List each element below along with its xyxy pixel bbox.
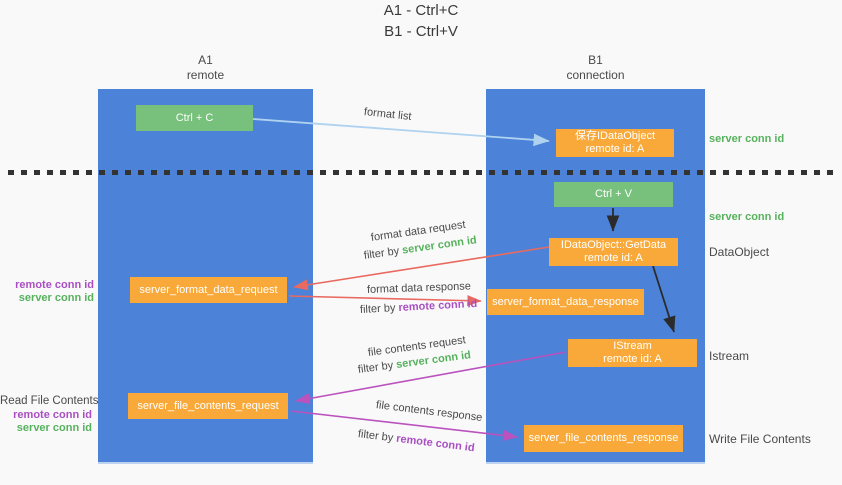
node-server-format-data-response: server_format_data_response (487, 289, 644, 315)
left-server-conn-id-1: server conn id (18, 292, 94, 304)
label-format-data-response: format data response (366, 280, 472, 296)
node-ctrl-v: Ctrl + V (554, 182, 673, 207)
node-server-file-contents-response-label: server_file_contents_response (528, 432, 679, 444)
label-filter-by-remote-conn-id-2: filter by remote conn id (357, 428, 475, 454)
node-ctrl-c: Ctrl + C (136, 105, 253, 131)
node-server-format-data-request-label: server_format_data_request (139, 283, 278, 296)
node-idataobject-getdata-line1: IDataObject::GetData (560, 239, 667, 251)
filter-by-text: filter by (357, 359, 394, 376)
label-filter-by-remote-conn-id-1: filter by remote conn id (360, 298, 478, 316)
filter-by-text: filter by (363, 245, 400, 262)
left-server-conn-id-2: server conn id (16, 422, 92, 434)
node-save-idataobject-line1: 保存IDataObject (574, 130, 656, 142)
filter-by-text: filter by (359, 302, 396, 316)
node-ctrl-c-label: Ctrl + C (175, 111, 214, 124)
machine-boundary-dotted-line (8, 170, 836, 175)
node-istream: IStream remote id: A (568, 339, 697, 367)
right-label-dataobject: DataObject (709, 245, 770, 259)
node-server-file-contents-request: server_file_contents_request (128, 393, 288, 419)
label-format-list: format list (363, 106, 413, 123)
right-label-write-file-contents: Write File Contents (709, 432, 811, 446)
node-istream-line1: IStream (613, 340, 652, 352)
lane-header-b1: B1 connection (486, 53, 705, 83)
node-server-format-data-request: server_format_data_request (130, 277, 287, 303)
lane-a1-role: remote (186, 68, 225, 82)
node-ctrl-v-label: Ctrl + V (595, 188, 632, 200)
remote-conn-id-text: remote conn id (398, 297, 478, 314)
node-istream-line2: remote id: A (603, 353, 662, 365)
node-save-idataobject: 保存IDataObject remote id: A (556, 129, 674, 157)
left-read-file-contents: Read File Contents (0, 395, 99, 407)
node-server-file-contents-request-label: server_file_contents_request (137, 399, 279, 412)
node-idataobject-getdata-line2: remote id: A (584, 252, 643, 264)
label-file-contents-response: file contents response (375, 399, 483, 424)
left-remote-conn-id-1: remote conn id (15, 279, 94, 291)
left-label-block-2: Read File Contents remote conn id server… (0, 394, 99, 435)
right-label-server-conn-id-1: server conn id (709, 133, 785, 145)
node-server-file-contents-response: server_file_contents_response (524, 425, 683, 452)
right-label-server-conn-id-2: server conn id (709, 211, 785, 223)
diagram-title: A1 - Ctrl+C B1 - Ctrl+V (0, 0, 842, 42)
title-line-2: B1 - Ctrl+V (384, 23, 458, 40)
node-server-format-data-response-label: server_format_data_response (492, 295, 639, 308)
title-line-1: A1 - Ctrl+C (383, 2, 459, 19)
node-idataobject-getdata: IDataObject::GetData remote id: A (549, 238, 678, 266)
left-remote-conn-id-2: remote conn id (13, 409, 92, 421)
right-label-istream: Istream (709, 349, 750, 363)
left-label-block-1: remote conn id server conn id (0, 279, 94, 305)
lane-b1-role: connection (566, 68, 625, 82)
filter-by-text: filter by (357, 428, 394, 445)
lane-b1-name: B1 (588, 53, 603, 67)
remote-conn-id-text: remote conn id (395, 432, 476, 455)
node-save-idataobject-line2: remote id: A (585, 143, 645, 155)
lane-a1-name: A1 (198, 53, 213, 67)
lane-header-a1: A1 remote (98, 53, 313, 83)
